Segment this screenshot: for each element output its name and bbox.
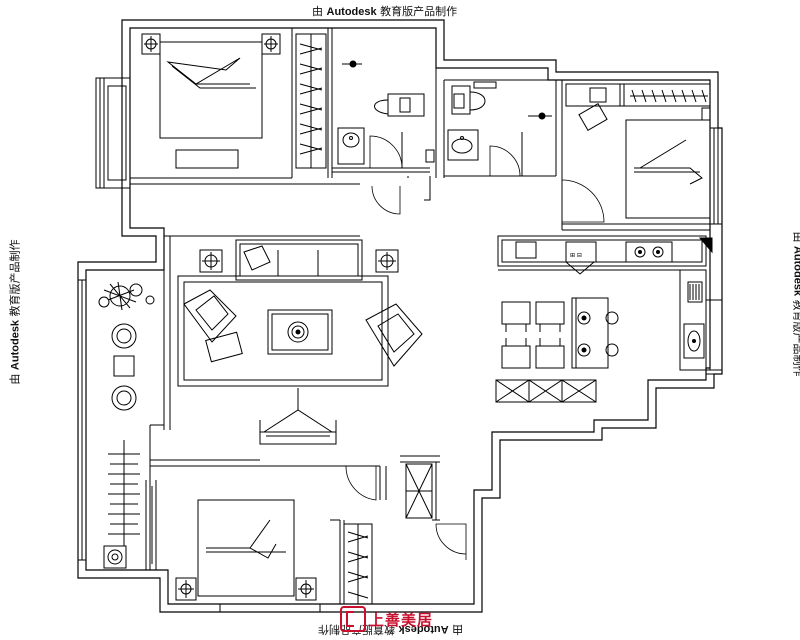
living-room [177,239,423,445]
shower-icon [342,60,362,68]
living-rug [177,275,389,387]
dining-area [495,297,619,403]
clothes-rack [108,440,140,546]
watermark-prefix: 由 [792,231,800,242]
wardrobe-icon [565,83,711,107]
nightstand-right [261,33,281,55]
svg-text:⊞ ⊟: ⊞ ⊟ [570,252,582,259]
corridor [371,185,467,560]
watermark-right: 由 Autodesk 教育版产品制作 [791,231,800,376]
side-table-left [199,249,223,273]
nightstand-right [295,577,317,601]
balcony [98,281,155,570]
watermark-prefix: 由 [312,5,323,18]
side-table-right [375,249,399,273]
washing-machine-icon [103,545,127,569]
brand-logo: 上善美居 [340,606,433,632]
sink-icon [683,323,705,359]
tv-cabinet-icon [259,388,337,445]
watermark-suffix: 教育版产品制作 [791,299,800,377]
bed-icon [159,41,263,139]
watermark-suffix: 教育版产品制作 [8,239,22,317]
coffee-table [267,309,333,355]
shoe-cabinet [405,463,433,519]
master-bedroom [141,33,327,169]
tv-stand [175,149,239,169]
nightstand-left [141,33,161,55]
shower-icon [528,112,552,120]
windows [77,77,723,613]
bathroom-1 [337,60,435,169]
dining-table-icon [571,297,609,369]
watermark-brand: Autodesk [791,245,800,297]
bed-icon [625,119,711,219]
watermark-prefix: 由 [8,373,22,385]
dining-chairs [577,311,619,357]
watermark-left: 由 Autodesk 教育版产品制作 [7,239,23,384]
armchair-left [183,289,243,363]
kitchen: ⊞ ⊟ [497,235,714,375]
plant-icon [98,281,155,311]
bathroom-2 [407,85,552,201]
desk-chair [578,103,608,131]
logo-name: 上善美居 [369,610,434,629]
armchair-right [365,303,423,367]
watermark-suffix: 教育版产品制作 [380,5,458,18]
watermark-prefix: 由 [452,623,464,636]
watermark-top: 由 Autodesk 教育版产品制作 [312,3,457,19]
washbasin-icon [337,127,365,165]
sideboard [495,379,597,403]
toilet-icon [451,85,486,115]
stove-icon [625,241,673,263]
wardrobe-icon [343,523,373,605]
bar-stools [501,301,565,369]
wardrobe-icon [295,33,327,169]
sofa-icon [235,239,363,281]
washbasin-icon [447,129,479,161]
range-hood: ⊞ ⊟ [565,241,597,275]
toilet-icon [374,93,425,117]
nightstand-left [175,577,197,601]
logo-mark-icon [340,606,366,632]
balcony-chairs [111,323,137,411]
watermark-brand: Autodesk [9,319,22,371]
fridge-vent [687,281,703,303]
watermark-brand: Autodesk [326,6,377,18]
bed-icon [197,499,295,597]
third-bedroom [175,465,377,605]
second-bedroom [561,83,711,223]
